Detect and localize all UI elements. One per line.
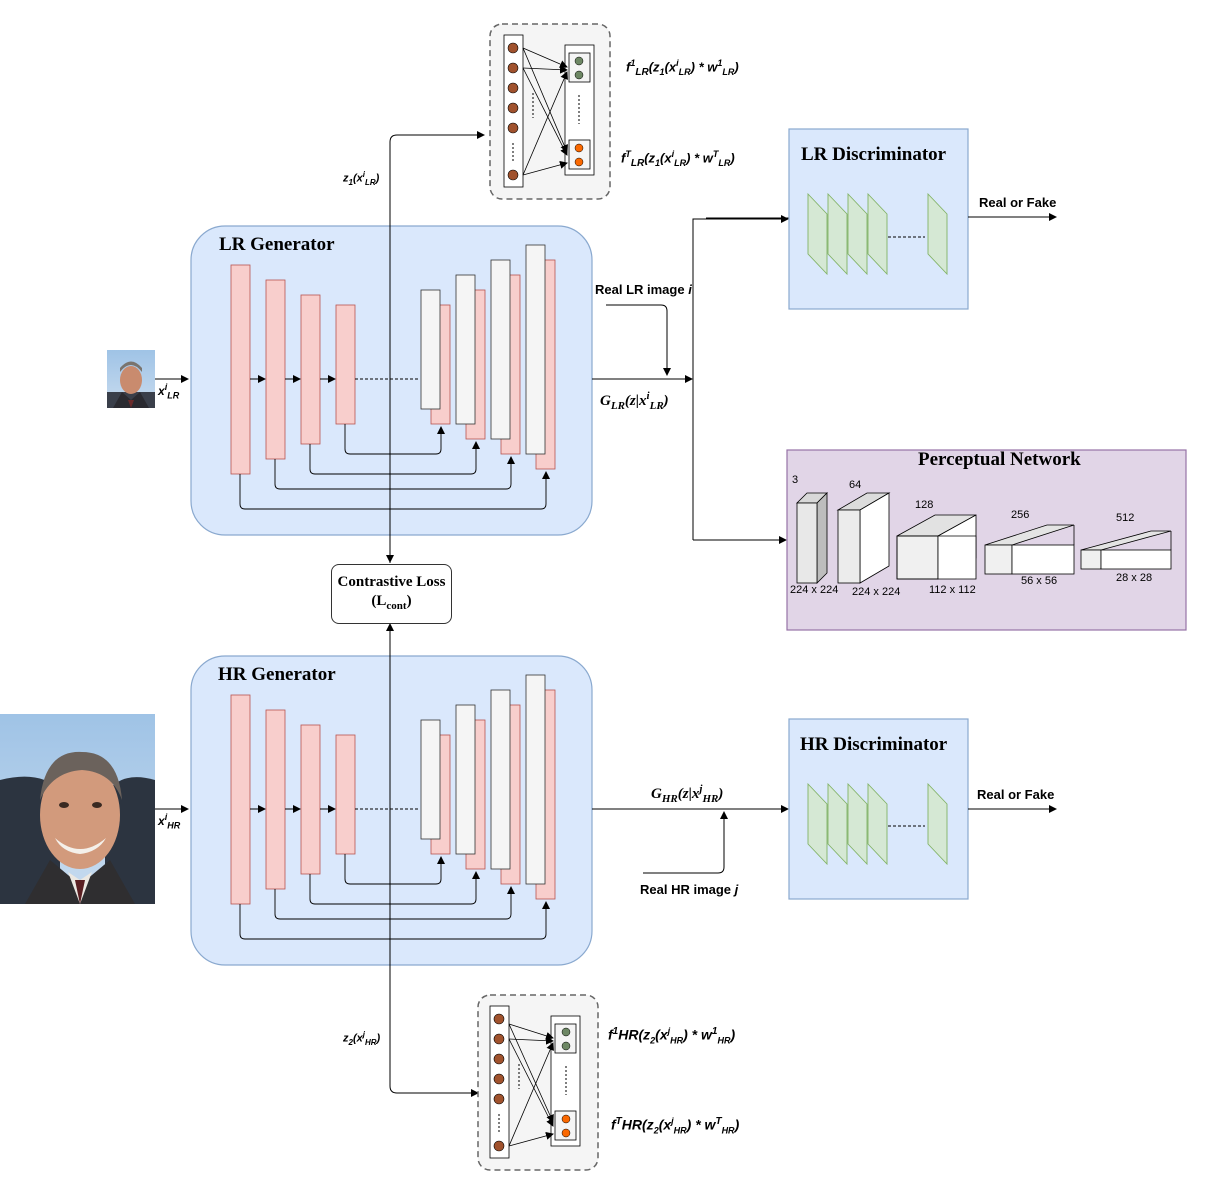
feature-node: [507, 122, 519, 134]
encoder-block: [300, 294, 321, 445]
lr-disc-output: Real or Fake: [979, 195, 1057, 210]
feature-node: [493, 1053, 505, 1065]
disc-layer: [927, 782, 948, 866]
decoder-block: [490, 259, 511, 440]
lr-proj-top-formula: f1LR(z1(xiLR) * w1LR): [626, 58, 739, 78]
decoder-block: [420, 719, 441, 840]
projection-node: [574, 56, 584, 66]
vgg-size-label: 112 x 112: [929, 584, 976, 596]
lr-projection-head: [489, 23, 611, 200]
lr-generator-title: LR Generator: [219, 234, 335, 255]
encoder-block: [230, 264, 251, 475]
feature-node: [493, 1013, 505, 1025]
projection-node: [574, 143, 584, 153]
decoder-block: [490, 689, 511, 870]
disc-layer: [867, 192, 888, 276]
feature-node: [507, 102, 519, 114]
hr-disc-output: Real or Fake: [977, 787, 1055, 802]
lr-discriminator-title: LR Discriminator: [801, 144, 947, 165]
vgg-channel-label: 64: [849, 479, 862, 491]
feature-node: [493, 1033, 505, 1045]
latent-connections: [386, 131, 485, 1097]
vgg-channel-label: 512: [1116, 512, 1135, 524]
hr-generator: [190, 655, 593, 966]
z1-label: z1(xiLR): [343, 170, 380, 187]
decoder-block: [525, 244, 546, 455]
lr-generator: [190, 225, 593, 536]
disc-layer: [807, 192, 828, 276]
feature-node: [493, 1073, 505, 1085]
vgg-block: [837, 509, 861, 584]
projection-node: [574, 70, 584, 80]
hr-discriminator: [788, 718, 1057, 900]
z2-label: z2(xjHR): [343, 1030, 381, 1047]
projection-node: [561, 1027, 571, 1037]
vgg-block: [896, 535, 939, 580]
contrastive-loss-symbol: (Lcont): [371, 592, 412, 612]
feature-node: [493, 1093, 505, 1105]
decoder-block: [525, 674, 546, 885]
encoder-block: [300, 724, 321, 875]
vgg-size-label: 28 x 28: [1116, 572, 1153, 584]
lr-output-routing: [592, 215, 790, 544]
disc-layer: [847, 192, 868, 276]
vgg-block: [984, 544, 1013, 575]
contrastive-loss-title: Contrastive Loss: [337, 573, 446, 590]
disc-layer: [827, 782, 848, 866]
projection-node: [561, 1128, 571, 1138]
projection-node: [561, 1114, 571, 1124]
decoder-block: [455, 274, 476, 425]
encoder-block: [265, 279, 286, 460]
vgg-channel-label: 256: [1011, 509, 1030, 521]
encoder-block: [335, 734, 356, 855]
encoder-block: [335, 304, 356, 425]
hr-generator-output-label: GHR(z|xjHR): [651, 783, 724, 805]
hr-output-routing: [592, 805, 789, 874]
decoder-block: [420, 289, 441, 410]
disc-layer: [807, 782, 828, 866]
vgg-size-label: 224 x 224: [790, 584, 839, 596]
vgg-block: [796, 502, 818, 584]
hr-generator-title: HR Generator: [218, 664, 336, 685]
hr-discriminator-title: HR Discriminator: [800, 734, 948, 755]
disc-layer: [847, 782, 868, 866]
perceptual-title: Perceptual Network: [918, 449, 1081, 470]
decoder-block: [455, 704, 476, 855]
disc-layer: [927, 192, 948, 276]
vgg-block: [1080, 549, 1102, 570]
lr-proj-bottom-formula: fTLR(z1(xiLR) * wTLR): [621, 149, 735, 169]
vgg-size-label: 56 x 56: [1021, 575, 1058, 587]
real-hr-label: Real HR image j: [640, 882, 739, 897]
hr-proj-bottom-formula: fTHR(z2(xjHR) * wTHR): [611, 1116, 740, 1136]
hr-input-label: xiHR: [158, 812, 181, 831]
disc-layer: [867, 782, 888, 866]
feature-node: [507, 169, 519, 181]
real-lr-label: Real LR image i: [595, 282, 692, 297]
feature-node: [507, 42, 519, 54]
projection-node: [574, 157, 584, 167]
hr-input-face: [0, 714, 155, 904]
encoder-block: [230, 694, 251, 905]
perceptual-network: [786, 449, 1187, 631]
disc-layer: [827, 192, 848, 276]
projection-node: [561, 1041, 571, 1051]
hr-projection-head: [477, 994, 599, 1171]
lr-input-label: xiLR: [158, 382, 180, 401]
lr-discriminator: [788, 128, 1057, 310]
vgg-size-label: 224 x 224: [852, 586, 901, 598]
lr-generator-output-label: GLR(z|xiLR): [600, 390, 669, 412]
feature-node: [507, 62, 519, 74]
vgg-channel-label: 3: [792, 474, 799, 486]
feature-node: [507, 82, 519, 94]
vgg-channel-label: 128: [915, 499, 934, 511]
feature-node: [493, 1140, 505, 1152]
encoder-block: [265, 709, 286, 890]
lr-input-face: [107, 350, 155, 408]
hr-proj-top-formula: f1HR(z2(xjHR) * w1HR): [608, 1026, 736, 1046]
contrastive-loss-box: Contrastive Loss (Lcont): [331, 564, 452, 624]
